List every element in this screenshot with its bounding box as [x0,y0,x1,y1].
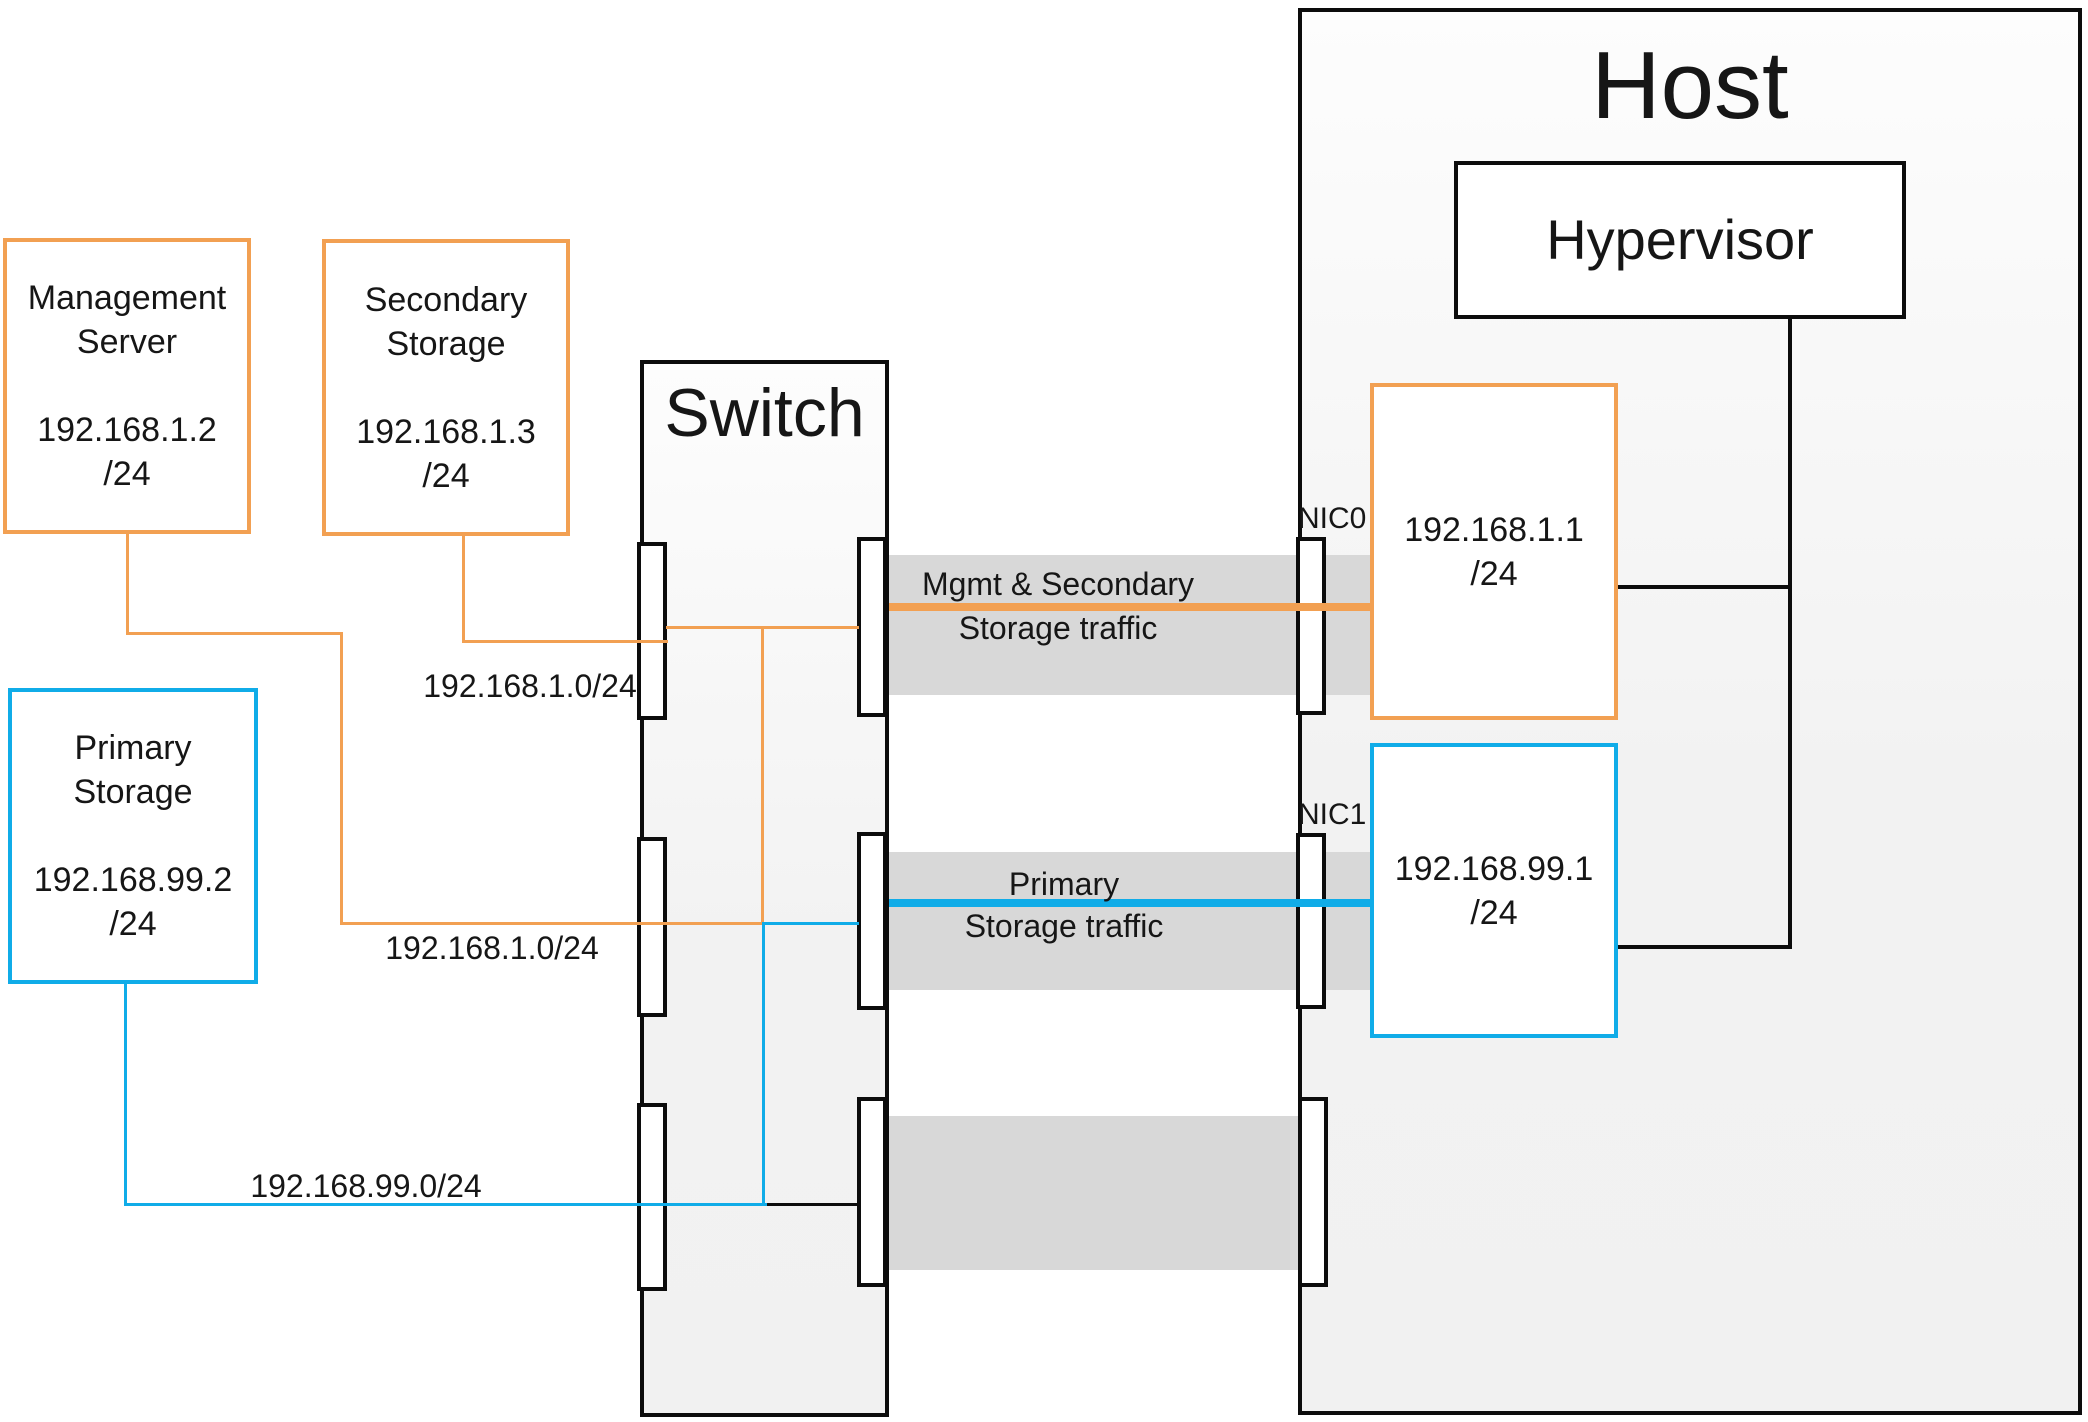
mgmt-link-horizontal-1 [126,632,343,635]
switch-box [640,360,889,1417]
primary-traffic-label-line1: Primary [1008,866,1120,902]
primary-link-horizontal [124,1203,767,1206]
subnet-label-primary: 192.168.99.0/24 [250,1168,482,1204]
primary-storage-name-line1: Primary [74,729,192,767]
primary-storage-ip: 192.168.99.2 [33,861,233,899]
nic0-label: NIC0 [1298,502,1367,535]
switch-port-left-3 [637,1103,667,1291]
switch-blue-vertical [762,922,765,1206]
hypervisor-label: Hypervisor [1546,208,1814,271]
primary-storage-box: Primary Storage 192.168.99.2 /24 [8,688,258,984]
primary-traffic-label-line2: Storage traffic [964,908,1164,944]
nic1-mask: /24 [1470,893,1518,932]
switch-port-right-1 [857,537,887,717]
switch-internal-black-segment [765,1203,857,1206]
switch-port-right-2 [857,832,887,1010]
traffic-band-unused [889,1116,1300,1270]
mgmt-traffic-label-line1: Mgmt & Secondary [921,566,1195,602]
secondary-storage-ip: 192.168.1.3 [356,412,536,451]
management-server-mask: /24 [103,455,151,493]
subnet-label-secondary: 192.168.1.0/24 [423,668,637,704]
nic1-connector-horizontal [1614,945,1792,949]
management-server-name-line2: Server [76,323,178,361]
mgmt-traffic-label-line2: Storage traffic [958,610,1158,646]
mgmt-link-vertical-2 [340,632,343,925]
primary-storage-mask: /24 [109,905,157,943]
hypervisor-connector-vertical [1788,318,1792,949]
subnet-label-management: 192.168.1.0/24 [385,930,599,966]
nic0-ip: 192.168.1.1 [1404,510,1584,549]
mgmt-link-vertical-1 [126,533,129,635]
management-server-ip: 192.168.1.2 [37,411,217,449]
nic0-connector-horizontal [1614,585,1790,589]
secondary-link-vertical [462,536,465,643]
secondary-storage-mask: /24 [422,456,470,495]
nic1-box: 192.168.99.1 /24 [1370,743,1618,1038]
nic0-box: 192.168.1.1 /24 [1370,383,1618,720]
primary-link-vertical [124,983,127,1206]
traffic-band-primary [889,852,1371,990]
host-port-nic0 [1296,537,1326,715]
secondary-link-horizontal [462,640,668,643]
host-port-nic1 [1296,833,1326,1009]
nic1-label: NIC1 [1298,798,1367,831]
switch-port-left-2 [637,837,667,1017]
secondary-storage-name-line1: Secondary [364,280,528,319]
switch-port-right-3 [857,1097,887,1287]
traffic-band-mgmt [889,555,1371,695]
switch-orange-vertical [761,626,764,925]
nic1-ip: 192.168.99.1 [1394,849,1594,888]
primary-storage-name-line2: Storage [73,773,193,811]
host-title: Host [1591,32,1789,139]
switch-blue-horizontal [762,922,859,925]
host-port-unused [1298,1097,1328,1287]
primary-traffic-thick-line [889,899,1371,907]
switch-port-left-1 [637,542,667,720]
switch-title: Switch [664,375,865,451]
secondary-storage-name-line2: Storage [386,324,506,363]
secondary-storage-box: Secondary Storage 192.168.1.3 /24 [322,239,570,536]
mgmt-link-horizontal-2 [340,922,765,925]
management-server-box: Management Server 192.168.1.2 /24 [3,238,251,534]
management-server-name-line1: Management [27,279,227,317]
hypervisor-box: Hypervisor [1454,161,1906,319]
nic0-mask: /24 [1470,554,1518,593]
mgmt-traffic-thick-line [889,603,1371,611]
